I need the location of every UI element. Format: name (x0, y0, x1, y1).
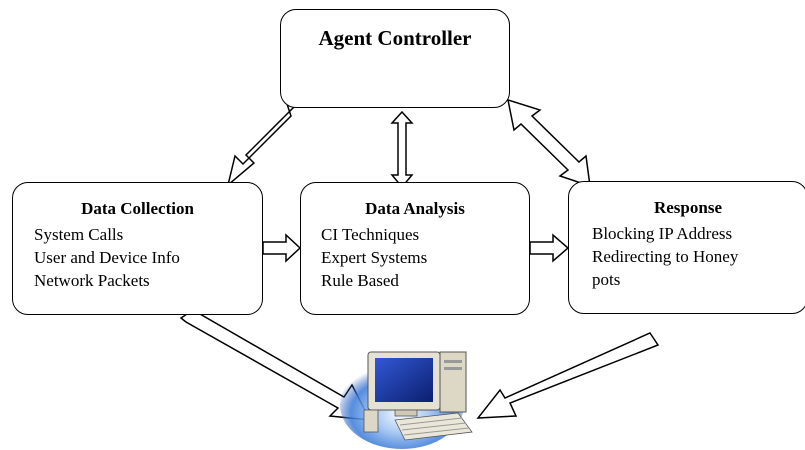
arrow-controller-analysis (390, 110, 414, 189)
response-item: Redirecting to Honey (592, 247, 739, 266)
arrow-analysis-to-response (529, 233, 570, 263)
data-collection-item: Network Packets (34, 271, 150, 290)
response-item: Blocking IP Address (592, 224, 733, 243)
data-collection-item: System Calls (34, 225, 124, 244)
data-collection-title: Data Collection (81, 199, 194, 218)
arrow-collection-to-analysis (262, 233, 302, 263)
arrow-controller-to-collection (226, 97, 296, 188)
arrow-response-to-computer (476, 332, 660, 419)
data-analysis-item: CI Techniques (321, 225, 420, 244)
arrow-controller-response (507, 98, 591, 188)
response-item: pots (592, 270, 621, 289)
data-analysis-item: Expert Systems (321, 248, 428, 267)
agent-controller-box: Agent Controller (280, 9, 510, 108)
data-analysis-title: Data Analysis (365, 199, 465, 218)
data-collection-box: Data Collection System Calls User and De… (12, 182, 263, 315)
response-title: Response (653, 198, 722, 217)
data-analysis-box: Data Analysis CI Techniques Expert Syste… (300, 182, 530, 315)
desktop-computer-icon (340, 351, 473, 449)
data-analysis-item: Rule Based (321, 271, 399, 290)
response-box: Response Blocking IP Address Redirecting… (568, 181, 805, 314)
agent-controller-title: Agent Controller (318, 26, 472, 50)
data-collection-item: User and Device Info (34, 248, 180, 267)
